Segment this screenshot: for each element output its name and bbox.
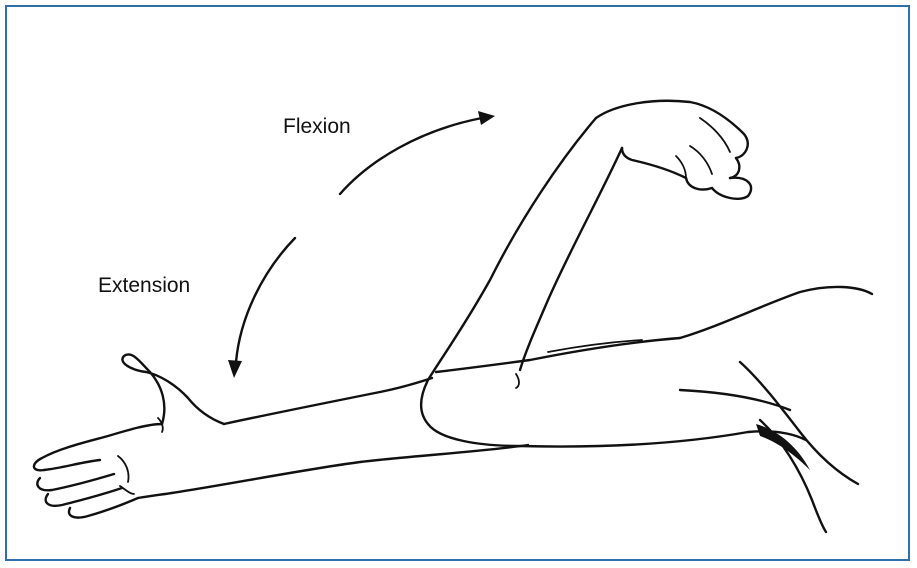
extension-arrow: [228, 238, 295, 378]
extension-label: Extension: [98, 274, 190, 297]
flexed-arm: [421, 101, 872, 532]
flexion-arrow: [340, 111, 495, 194]
flexion-label: Flexion: [283, 115, 351, 138]
extended-arm: [34, 354, 528, 517]
